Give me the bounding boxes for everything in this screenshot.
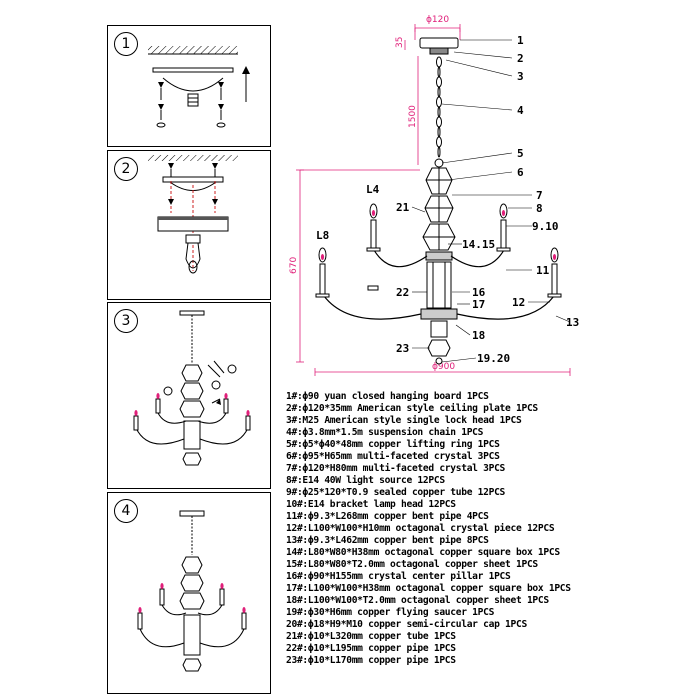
part-item: 4#:ϕ3.8mm*1.5m suspension chain 1PCS: [286, 427, 484, 438]
dim-body-height: 670: [289, 257, 299, 274]
part-item: 11#:ϕ9.3*L268mm copper bent pipe 4PCS: [286, 511, 489, 522]
part-item: 19#:ϕ30*H6mm copper flying saucer 1PCS: [286, 607, 495, 618]
part-item: 17#:L100*W100*H38mm octagonal copper squ…: [286, 583, 571, 594]
part-item: 20#:ϕ18*H9*M10 copper semi-circular cap …: [286, 619, 527, 630]
step-number: 4: [114, 499, 138, 523]
part-item: 2#:ϕ120*35mm American style ceiling plat…: [286, 403, 538, 414]
step-2-illustration: [148, 155, 238, 274]
part-item: 1#:ϕ90 yuan closed hanging board 1PCS: [286, 391, 489, 402]
callout-3: 3: [517, 70, 524, 83]
step-1-illustration: [148, 46, 250, 128]
dim-plate-height: 35: [395, 37, 405, 48]
callout-2: 2: [517, 52, 524, 65]
ceiling-plate: [419, 37, 459, 49]
part-item: 21#:ϕ10*L320mm copper tube 1PCS: [286, 631, 456, 642]
callout-22: 22: [396, 286, 409, 299]
step-4-panel: 4: [107, 492, 271, 694]
callout-13: 13: [566, 316, 579, 329]
candle-lamps: [315, 203, 562, 298]
callout-6: 6: [517, 166, 524, 179]
part-item: 23#:ϕ10*L170mm copper pipe 1PCS: [286, 655, 456, 666]
callout-1: 1: [517, 34, 524, 47]
part-item: 13#:ϕ9.3*L462mm copper bent pipe 8PCS: [286, 535, 489, 546]
part-item: 16#:ϕ90*H155mm crystal center pillar 1PC…: [286, 571, 511, 582]
part-item: 7#:ϕ120*H80mm multi-faceted crystal 3PCS: [286, 463, 506, 474]
callout-23: 23: [396, 342, 409, 355]
step-1-panel: 1: [107, 25, 271, 147]
part-item: 22#:ϕ10*L195mm copper pipe 1PCS: [286, 643, 456, 654]
crystal-column: [420, 167, 458, 365]
step-2-panel: 2: [107, 150, 271, 300]
callout-8: 8: [536, 202, 543, 215]
callout-14-15: 14.15: [462, 238, 495, 251]
dimension-lines: [296, 24, 571, 376]
ceiling-plate: [162, 77, 224, 92]
callout-12: 12: [512, 296, 525, 309]
part-item: 15#:L80*W80*T2.0mm octagonal copper shee…: [286, 559, 538, 570]
step-3-illustration: [133, 310, 251, 466]
leader-lines: [411, 39, 571, 363]
dim-span-width: ϕ900: [432, 362, 455, 372]
callout-16: 16: [472, 286, 486, 299]
step-number: 3: [114, 309, 138, 333]
callout-4: 4: [517, 104, 524, 117]
callout-21: 21: [396, 201, 410, 214]
step-3-panel: 3: [107, 302, 271, 489]
parts-list: 1#:ϕ90 yuan closed hanging board 1PCS 2#…: [286, 391, 696, 667]
part-item: 12#:L100*W100*H10mm octagonal crystal pi…: [286, 523, 555, 534]
dim-chain-length: 1500: [408, 105, 418, 128]
step-number: 1: [114, 32, 138, 56]
label-l8: L8: [316, 229, 329, 242]
label-l4: L4: [366, 183, 380, 196]
callout-18: 18: [472, 329, 485, 342]
part-item: 8#:E14 40W light source 12PCS: [286, 475, 445, 486]
chandelier-diagram: ϕ120 35 1500 670 ϕ900: [289, 15, 579, 376]
part-item: 18#:L100*W100*T2.0mm octagonal copper sh…: [286, 595, 549, 606]
part-item: 10#:E14 bracket lamp head 12PCS: [286, 499, 456, 510]
callout-9-10: 9.10: [532, 220, 559, 233]
hanging-board: [152, 67, 234, 73]
part-item: 6#:ϕ95*H65mm multi-faceted crystal 3PCS: [286, 451, 500, 462]
bulb-icon: [163, 360, 237, 396]
callout-5: 5: [517, 147, 524, 160]
part-item: 3#:M25 American style single lock head 1…: [286, 415, 522, 426]
part-item: 9#:ϕ25*120*T0.9 sealed copper tube 12PCS: [286, 487, 506, 498]
step-number: 2: [114, 157, 138, 181]
callout-17: 17: [472, 298, 485, 311]
suspension-chain: [434, 56, 444, 168]
lamp-arms: [323, 249, 555, 320]
callout-7: 7: [536, 189, 543, 202]
callout-11: 11: [536, 264, 550, 277]
ceiling-hatch: [148, 46, 238, 54]
screw-icon: [168, 163, 218, 177]
up-arrow-icon: [242, 66, 250, 102]
step-4-illustration: [137, 510, 247, 672]
part-item: 5#:ϕ5*ϕ40*48mm copper lifting ring 1PCS: [286, 439, 500, 450]
screw-icon: [156, 82, 226, 128]
part-item: 14#:L80*W80*H38mm octagonal copper squar…: [286, 547, 560, 558]
dim-plate-diameter: ϕ120: [426, 15, 449, 25]
callout-19-20: 19.20: [477, 352, 510, 365]
